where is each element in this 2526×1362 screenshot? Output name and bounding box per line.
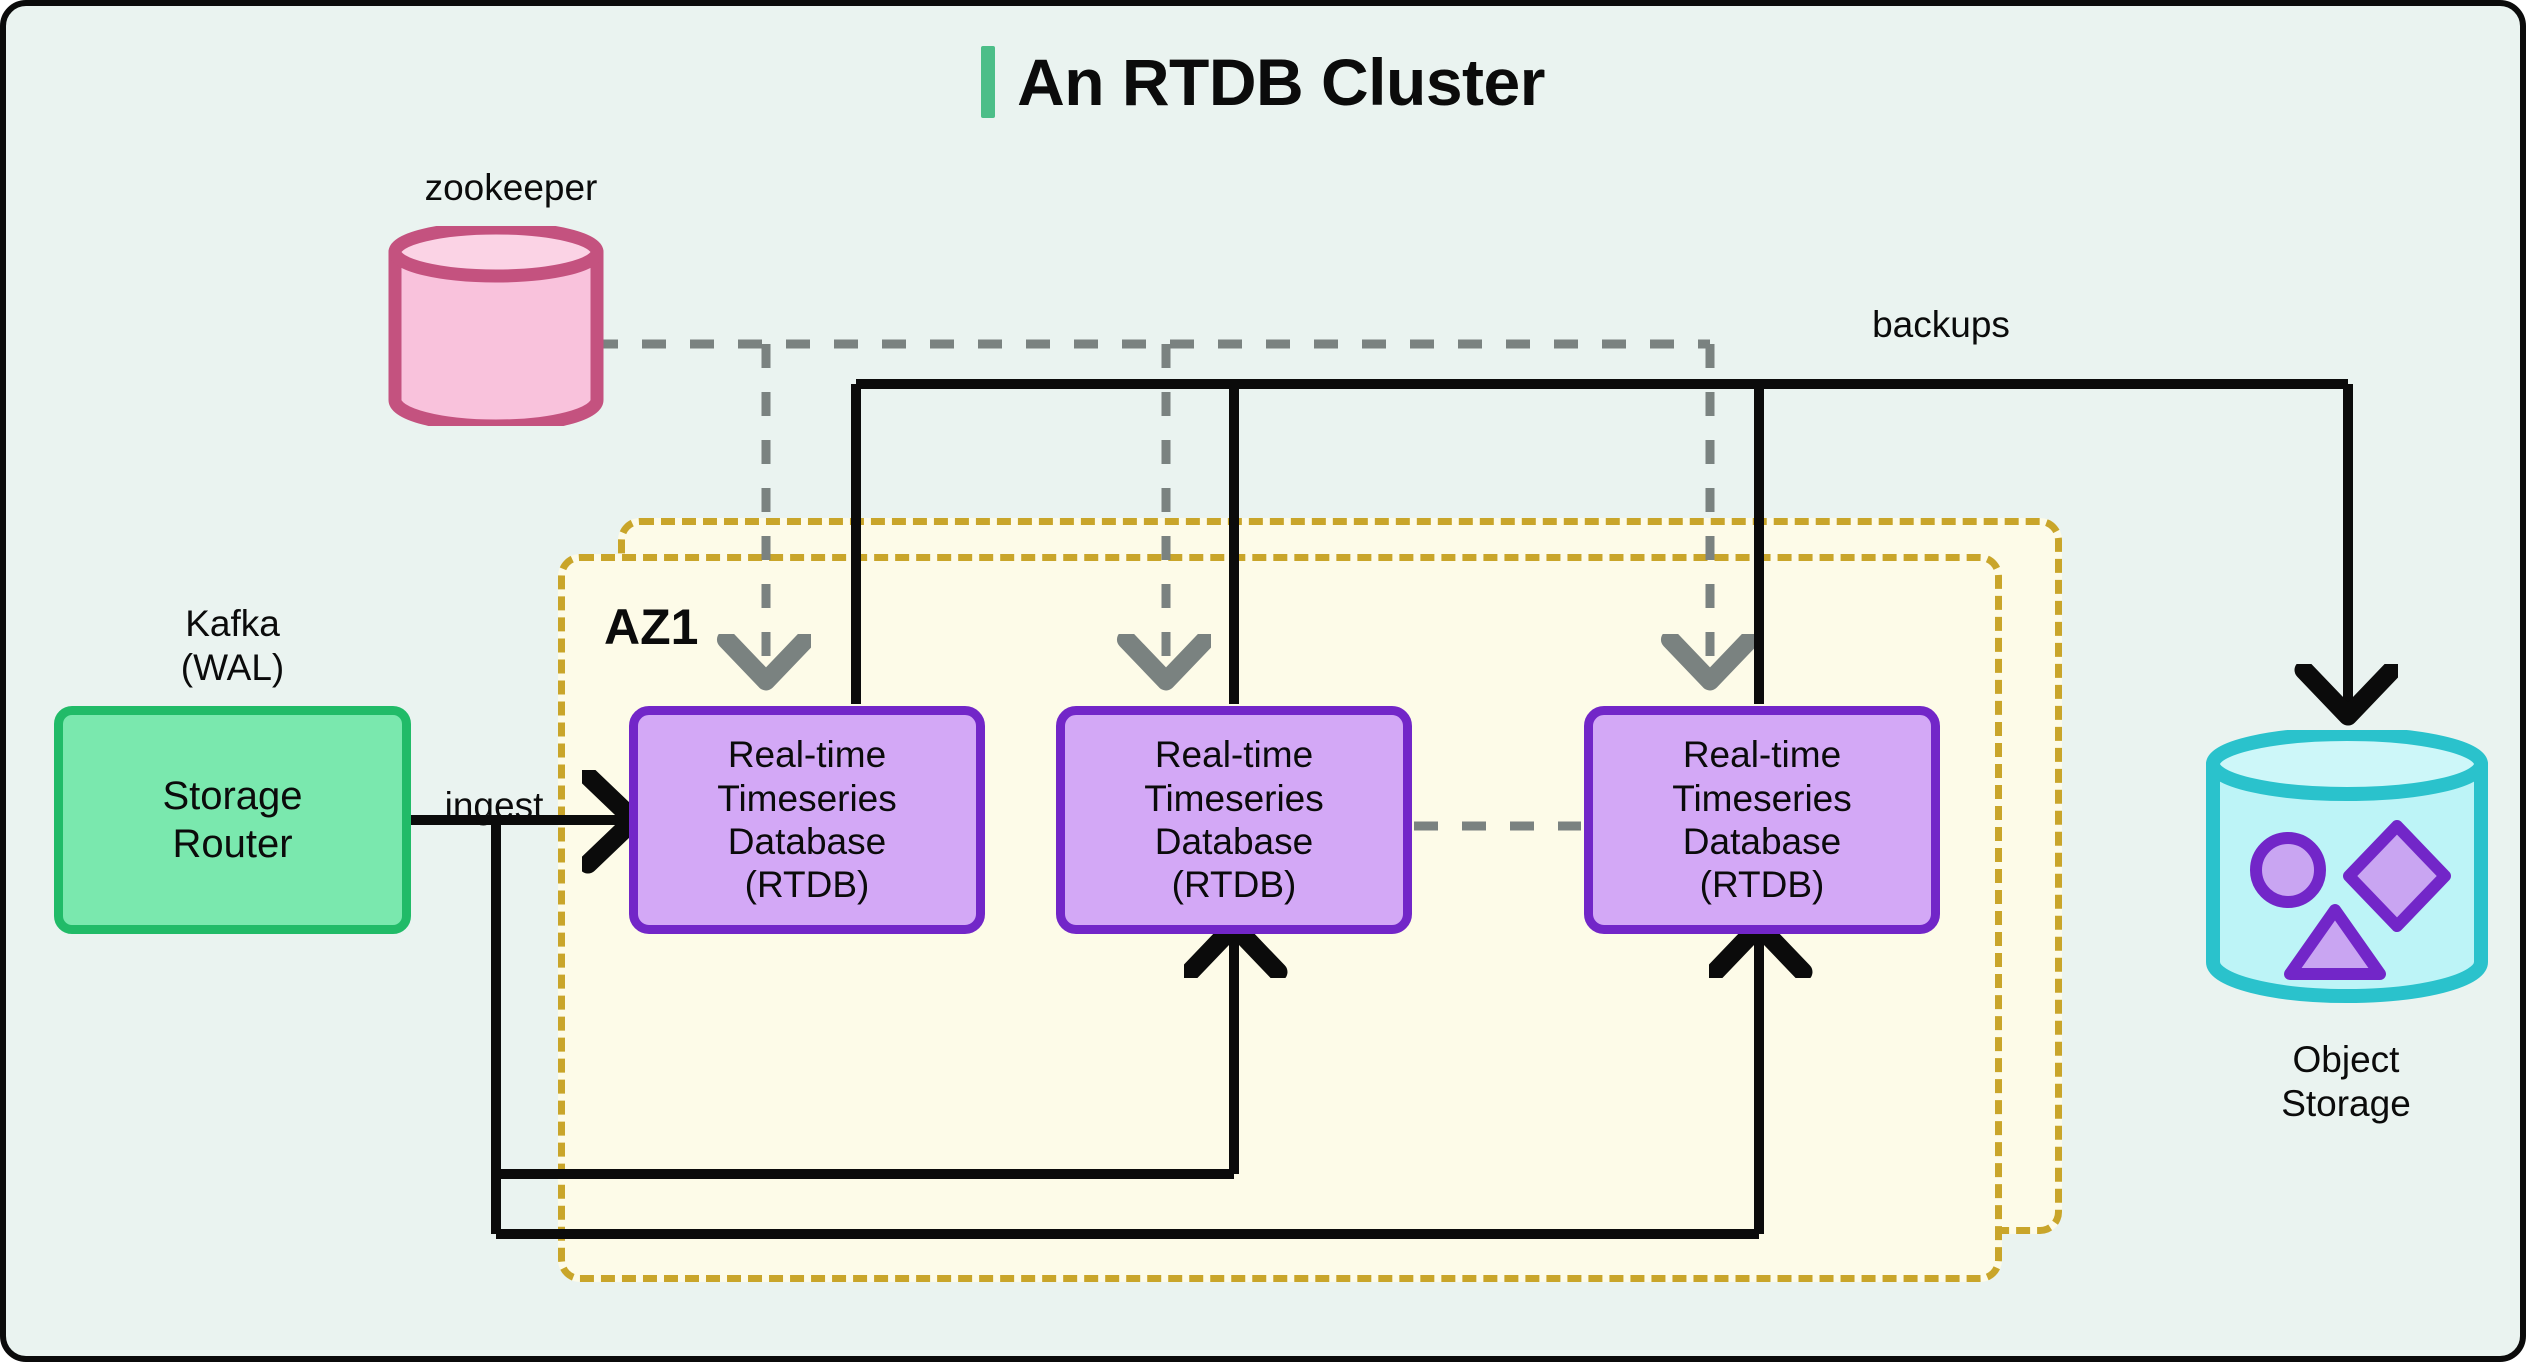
backups-edge-label: backups — [1872, 304, 2010, 345]
title-accent-bar — [981, 46, 996, 118]
ingest-edge-label: ingest — [444, 785, 544, 826]
object-triangle-icon — [2284, 904, 2386, 980]
rtdb-node-3[interactable]: Real-time Timeseries Database (RTDB) — [1584, 706, 1940, 934]
zookeeper-cylinder — [388, 226, 604, 426]
zookeeper-label: zookeeper — [424, 167, 598, 208]
object-diamond-icon — [2343, 820, 2451, 932]
kafka-label: Kafka (WAL) — [180, 603, 285, 688]
object-storage-label: Object Storage — [2281, 1039, 2411, 1124]
rtdb-node-1[interactable]: Real-time Timeseries Database (RTDB) — [629, 706, 985, 934]
availability-zone-label: AZ1 — [604, 599, 699, 655]
object-circle-icon — [2250, 832, 2326, 908]
rtdb-node-2[interactable]: Real-time Timeseries Database (RTDB) — [1056, 706, 1412, 934]
title-text: An RTDB Cluster — [1017, 45, 1545, 119]
object-storage-cylinder[interactable] — [2204, 730, 2489, 1020]
storage-router-node[interactable]: Storage Router — [54, 706, 411, 934]
page-title: An RTDB Cluster — [6, 44, 2520, 120]
